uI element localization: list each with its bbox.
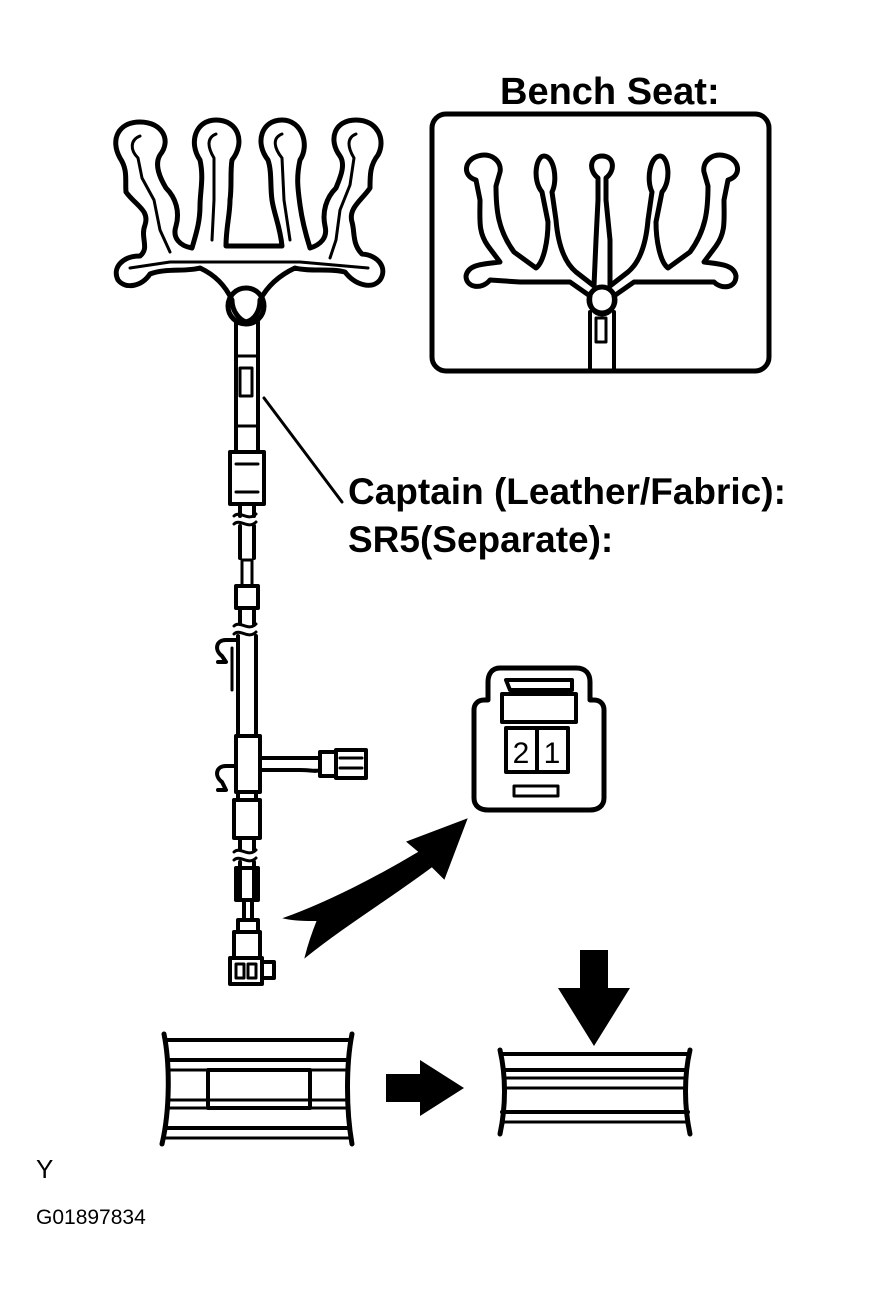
- figure-letter: Y: [36, 1154, 53, 1184]
- connector-pin-1: 1: [544, 737, 561, 770]
- curved-arrow-icon: [282, 818, 468, 959]
- bench-seat-frame: [429, 111, 772, 374]
- down-arrow-icon: [558, 950, 630, 1046]
- bench-seat-inset: [429, 111, 772, 374]
- seat-rail-after: [497, 1047, 693, 1137]
- figure-code: G01897834: [36, 1206, 146, 1229]
- bench-seat-label: Bench Seat:: [500, 71, 720, 113]
- connector-pin-2: 2: [513, 737, 530, 770]
- captain-label: Captain (Leather/Fabric):: [348, 471, 786, 512]
- right-arrow-icon: [386, 1060, 464, 1116]
- sensor-harness: [215, 320, 368, 986]
- connector-face: 2 1: [471, 665, 607, 813]
- leader-line: [262, 396, 344, 504]
- captain-seat-sensor-mat: [113, 117, 386, 327]
- seat-rail-before: [159, 1031, 355, 1147]
- sr5-label: SR5(Separate):: [348, 519, 613, 560]
